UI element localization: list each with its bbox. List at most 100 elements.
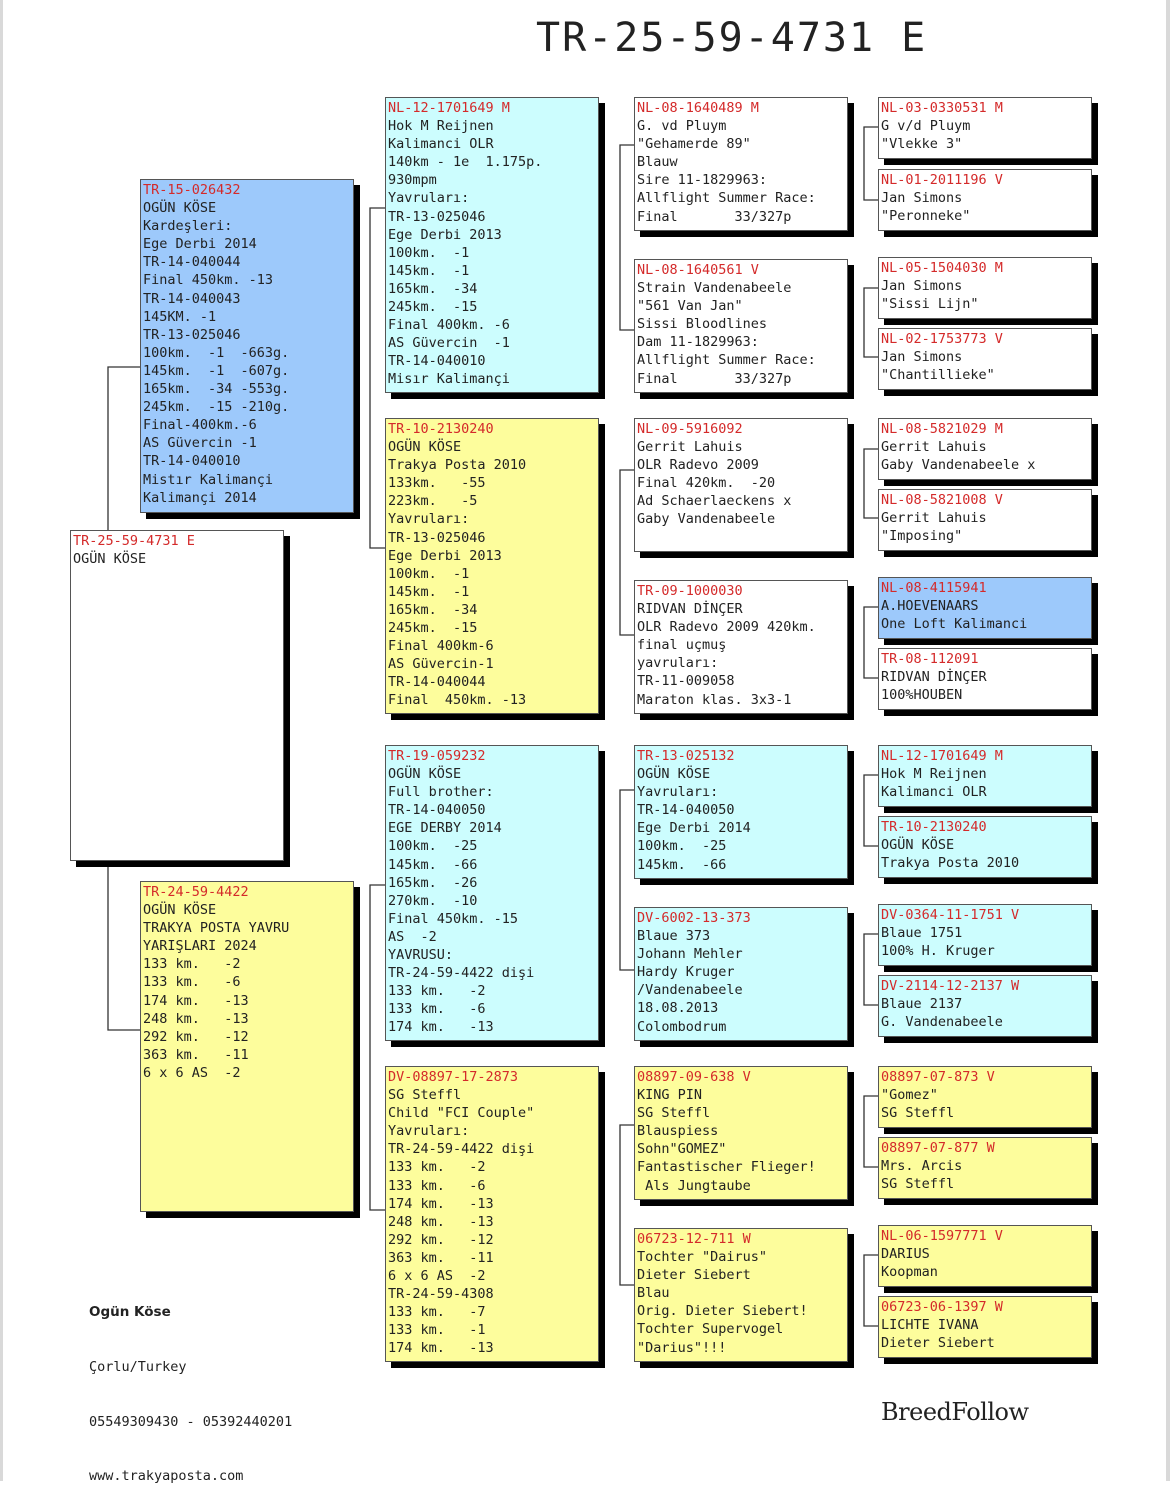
pedigree-line: Mrs. Arcis (881, 1158, 963, 1175)
pedigree-line: SG Steffl (881, 1105, 955, 1122)
pedigree-line: /Vandenabeele (637, 982, 743, 999)
pedigree-line: Gerrit Lahuis (881, 439, 987, 456)
pedigree-line: SG Steffl (637, 1105, 711, 1122)
page-edge-right (1166, 0, 1170, 1481)
breeder-website[interactable]: www.trakyaposta.com (89, 1468, 244, 1485)
pedigree-line: G. vd Pluym (637, 118, 727, 135)
ring-number: 08897-09-638 V (637, 1069, 751, 1085)
pedigree-line: "Darius"!!! (637, 1339, 727, 1356)
pedigree-line: Jan Simons (881, 190, 963, 207)
pedigree-line: OGÜN KÖSE (143, 200, 217, 217)
pedigree-line: Final-400km.-6 (143, 417, 257, 434)
pedigree-line: 6 x 6 AS -2 (388, 1268, 486, 1285)
pedigree-line: TRAKYA POSTA YAVRU (143, 920, 290, 937)
pedigree-line: Yavruları: (388, 511, 470, 528)
pedigree-line: Gerrit Lahuis (881, 510, 987, 527)
pedigree-line: RIDVAN DİNÇER (637, 601, 743, 618)
ring-number: 06723-12-711 W (637, 1231, 751, 1247)
subject-box[interactable]: TR-25-59-4731 E OGÜN KÖSE (70, 530, 284, 861)
pedigree-line: Gaby Vandenabeele x (881, 457, 1036, 474)
pedigree-line: Final 33/327p (637, 370, 792, 387)
pedigree-line: Blau (637, 1285, 670, 1302)
pedigree-line: AS Güvercin -1 (388, 335, 510, 352)
pedigree-line: Final 450km. -13 (143, 272, 274, 289)
pedigree-line: TR-14-040050 (388, 802, 486, 819)
pedigree-line: AS Güvercin-1 (388, 656, 494, 673)
pedigree-line: TR-24-59-4308 (388, 1286, 494, 1303)
pedigree-line: Kalimançi 2014 (143, 489, 257, 506)
pedigree-line: 174 km. -13 (143, 992, 249, 1009)
pedigree-line: G v/d Pluym (881, 118, 971, 135)
pedigree-line: "Gehamerde 89" (637, 136, 751, 153)
pedigree-line: Sire 11-1829963: (637, 172, 768, 189)
pedigree-line: 145km. -66 (637, 856, 727, 873)
pedigree-line: TR-14-040044 (388, 674, 486, 691)
pedigree-line: Final 420km. -20 (637, 475, 776, 492)
pedigree-line: 100km. -1 (388, 565, 470, 582)
breeder-contact: Ogün Köse Çorlu/Turkey 05549309430 - 053… (89, 1267, 292, 1504)
ring-number: TR-15-026432 (143, 182, 241, 198)
g4-box-13[interactable]: 08897-07-873 V"Gomez"SG Steffl (878, 1066, 1092, 1128)
pedigree-line: 223km. -5 (388, 493, 478, 510)
pedigree-line: DARIUS (881, 1246, 930, 1263)
pedigree-line: 133 km. -7 (388, 1304, 486, 1321)
pedigree-line: OLR Radevo 2009 (637, 457, 759, 474)
breeder-name: Ogün Köse (89, 1304, 171, 1321)
pedigree-line: 133 km. -2 (388, 983, 486, 1000)
pedigree-line: Trakya Posta 2010 (388, 457, 527, 474)
ring-number: 06723-06-1397 W (881, 1299, 1003, 1315)
pedigree-line: Dam 11-1829963: (637, 334, 759, 351)
ring-number: NL-05-1504030 M (881, 260, 1003, 276)
ring-number: 08897-07-877 W (881, 1140, 995, 1156)
pedigree-line: TR-14-040044 (143, 254, 241, 271)
pedigree-line: SG Steffl (388, 1087, 462, 1104)
pedigree-line: LICHTE IVANA (881, 1317, 979, 1334)
pedigree-line: RIDVAN DİNÇER (881, 669, 987, 686)
pedigree-line: AS -2 (388, 928, 437, 945)
pedigree-line: Final 33/327p (637, 208, 792, 225)
pedigree-line: 100%HOUBEN (881, 687, 963, 704)
pedigree-line: OGÜN KÖSE (637, 766, 711, 783)
pedigree-line: Maraton klas. 3x3-1 (637, 691, 792, 708)
pedigree-line: Jan Simons (881, 349, 963, 366)
pedigree-line: Ege Derbi 2014 (637, 820, 751, 837)
ring-number: TR-09-1000030 (637, 583, 743, 599)
pedigree-line: 18.08.2013 (637, 1000, 719, 1017)
ring-number: 08897-07-873 V (881, 1069, 995, 1085)
pedigree-line: Yavruları: (637, 784, 719, 801)
pedigree-line: 133 km. -6 (388, 1177, 486, 1194)
pedigree-line: "Imposing" (881, 528, 963, 545)
pedigree-line: Gaby Vandenabeele (637, 511, 776, 528)
pedigree-line: TR-14-040010 (143, 453, 241, 470)
pedigree-line: TR-24-59-4422 dişi (388, 965, 535, 982)
